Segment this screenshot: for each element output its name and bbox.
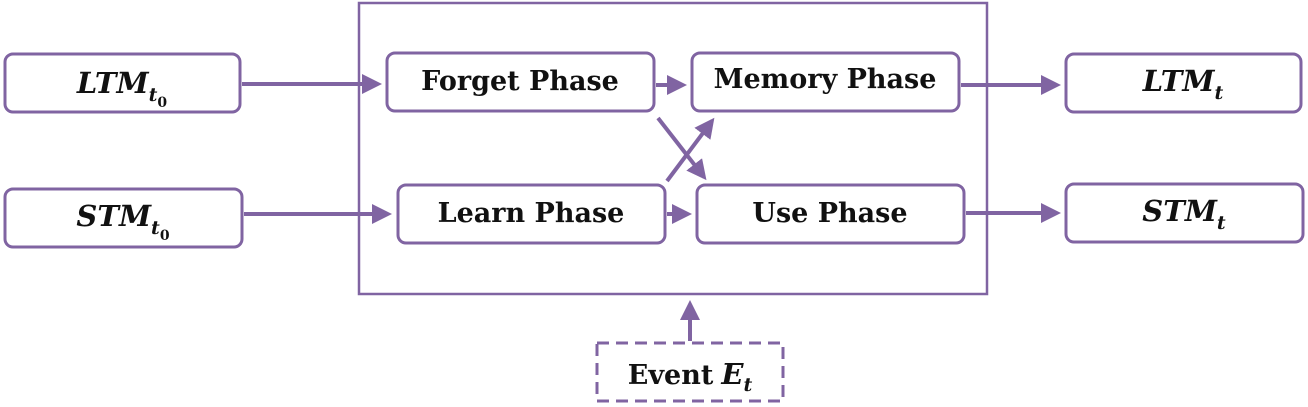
stm-input-node: STMt0 <box>3 187 244 249</box>
forget-phase-node: Forget Phase <box>385 51 656 113</box>
arrow-forget-to-use <box>656 116 707 181</box>
memory-phase-node: Memory Phase <box>690 51 961 113</box>
stm-output-label: STMt <box>1142 194 1226 234</box>
learn-phase-label: Learn Phase <box>438 198 625 229</box>
memory-phase-label: Memory Phase <box>714 64 937 95</box>
stm-output-node: STMt <box>1064 182 1305 244</box>
use-phase-label: Use Phase <box>752 198 907 229</box>
ltm-output-label: LTMt <box>1142 64 1224 104</box>
ltm-output-node: LTMt <box>1064 52 1303 114</box>
forget-phase-label: Forget Phase <box>421 66 619 97</box>
use-phase-node: Use Phase <box>695 183 966 245</box>
learn-phase-node: Learn Phase <box>396 183 667 245</box>
arrow-learn-to-memory <box>665 117 715 183</box>
ltm-input-label: LTMt0 <box>76 66 168 111</box>
phase-container <box>357 1 989 296</box>
stm-input-label: STMt0 <box>76 199 169 244</box>
ltm-input-node: LTMt0 <box>3 52 242 114</box>
